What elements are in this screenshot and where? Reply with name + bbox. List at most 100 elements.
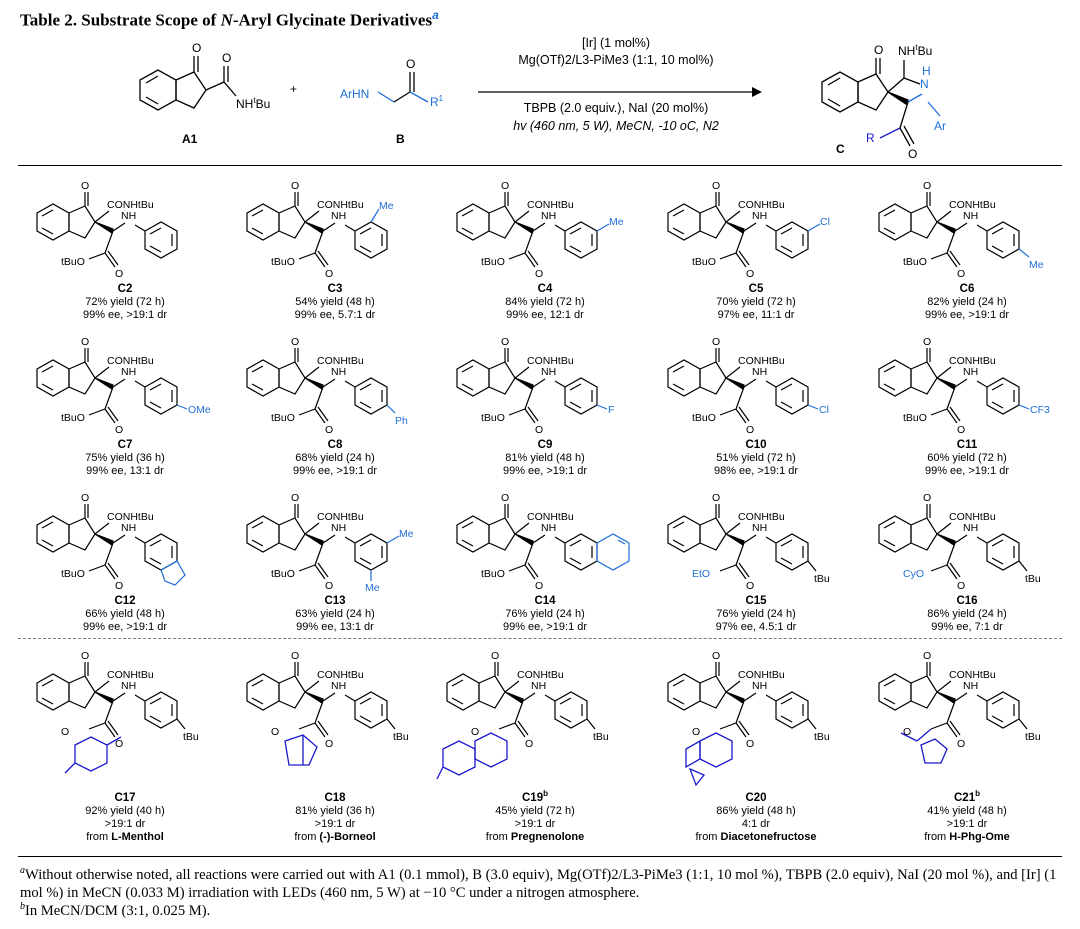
compound-id: C4 (537, 283, 553, 295)
ester-group: tBuO (481, 256, 505, 268)
nh-label: NH (121, 366, 136, 378)
yield-text: 92% yield (40 h) (85, 804, 165, 817)
ketone-o: O (501, 492, 509, 504)
nh-label: NH (752, 680, 767, 692)
ester-group: CyO (903, 568, 924, 580)
indanone-core (446, 662, 536, 738)
alcohol-fragment (284, 734, 318, 766)
aryl-ring (344, 377, 388, 415)
sub-ph: Ph (395, 415, 408, 427)
dr-text: >19:1 dr (314, 817, 356, 830)
conh-tbu: CONHtBu (527, 511, 574, 523)
compound-id-text: C18 (324, 791, 346, 804)
cond-line4: hv (460 nm, 5 W), MeCN, -10 oC, N2 (513, 119, 719, 133)
yield-text: 41% yield (48 h) (927, 804, 1007, 817)
ester-group: EtO (692, 568, 710, 580)
ester-group: tBuO (903, 256, 927, 268)
aryl-ring (976, 221, 1020, 259)
b-r1: R1 (430, 94, 444, 109)
nh-label: NH (121, 210, 136, 222)
sub-ome: OMe (188, 404, 211, 416)
ketone-o: O (923, 336, 931, 348)
yield-text: 81% yield (48 h) (505, 452, 585, 464)
conh-tbu: CONHtBu (317, 355, 364, 367)
title-prefix: Table 2. Substrate Scope of (20, 10, 221, 30)
ester-group: tBuO (61, 568, 85, 580)
yield-text: 75% yield (36 h) (85, 452, 165, 464)
conh-tbu: CONHtBu (949, 511, 996, 523)
from-word: from (485, 830, 511, 843)
cond-line3: TBPB (2.0 equiv.), NaI (20 mol%) (524, 101, 709, 115)
yield-text: 66% yield (48 h) (85, 608, 165, 620)
product-label: C (836, 142, 845, 156)
ester-group: tBuO (692, 256, 716, 268)
conh-tbu: CONHtBu (317, 199, 364, 211)
source-text: from (-)-Borneol (230, 831, 440, 844)
aryl-ring (765, 377, 809, 415)
nh-label: NH (752, 522, 767, 534)
dr-text: 4:1 dr (741, 817, 771, 830)
ketone-o: O (291, 650, 299, 662)
yield-text: 72% yield (72 h) (85, 296, 165, 308)
compound-id-text: C20 (745, 791, 767, 804)
ketone-o: O (712, 180, 720, 192)
c-o: O (874, 43, 883, 57)
conh-tbu: CONHtBu (107, 511, 154, 523)
indanone-core (246, 504, 336, 580)
c-ar: Ar (934, 119, 946, 133)
indanone-core (667, 662, 757, 738)
sub-cl: Cl (819, 404, 829, 416)
aryl-ring (976, 691, 1020, 729)
ketone-o: O (81, 336, 89, 348)
nh-label: NH (963, 522, 978, 534)
ester-o: O (325, 268, 333, 280)
source-name: (-)-Borneol (319, 830, 376, 843)
nh-label: NH (541, 210, 556, 222)
nh-label: NH (531, 680, 546, 692)
selectivity-text: 99% ee, 7:1 dr (931, 621, 1003, 633)
compound-id: C14 (534, 595, 556, 607)
ester-group: tBuO (61, 412, 85, 424)
title-suffix: -Aryl Glycinate Derivatives (232, 10, 433, 30)
yield-text: 76% yield (24 h) (505, 608, 585, 620)
footnote-b-mark: b (20, 901, 25, 912)
compound-id: C9 (537, 439, 553, 451)
aryl-ring (976, 533, 1020, 571)
ester-group: tBuO (692, 412, 716, 424)
b-arhn: ArHN (340, 87, 369, 101)
conh-tbu: CONHtBu (738, 669, 785, 681)
ester-o: O (957, 738, 965, 750)
a1-nh: NHtBu (236, 96, 270, 111)
conh-tbu: CONHtBu (949, 355, 996, 367)
ester-o: O (115, 580, 123, 592)
aryl-ring (134, 377, 178, 415)
source-name: H-Phg-Ome (949, 830, 1010, 843)
conh-tbu: CONHtBu (949, 669, 996, 681)
from-word: from (86, 830, 112, 843)
yield-text: 86% yield (24 h) (927, 608, 1007, 620)
ester-group: O (692, 726, 700, 738)
aryl-ring (554, 221, 598, 259)
aryl-ring (344, 691, 388, 729)
c-o2: O (908, 147, 917, 161)
aryl-ring (134, 691, 178, 729)
indanone-core (36, 192, 126, 268)
dr-text: >19:1 dr (104, 817, 146, 830)
yield-text: 76% yield (24 h) (716, 608, 796, 620)
sub-me: Me (1029, 259, 1044, 271)
indanone-core (456, 504, 546, 580)
